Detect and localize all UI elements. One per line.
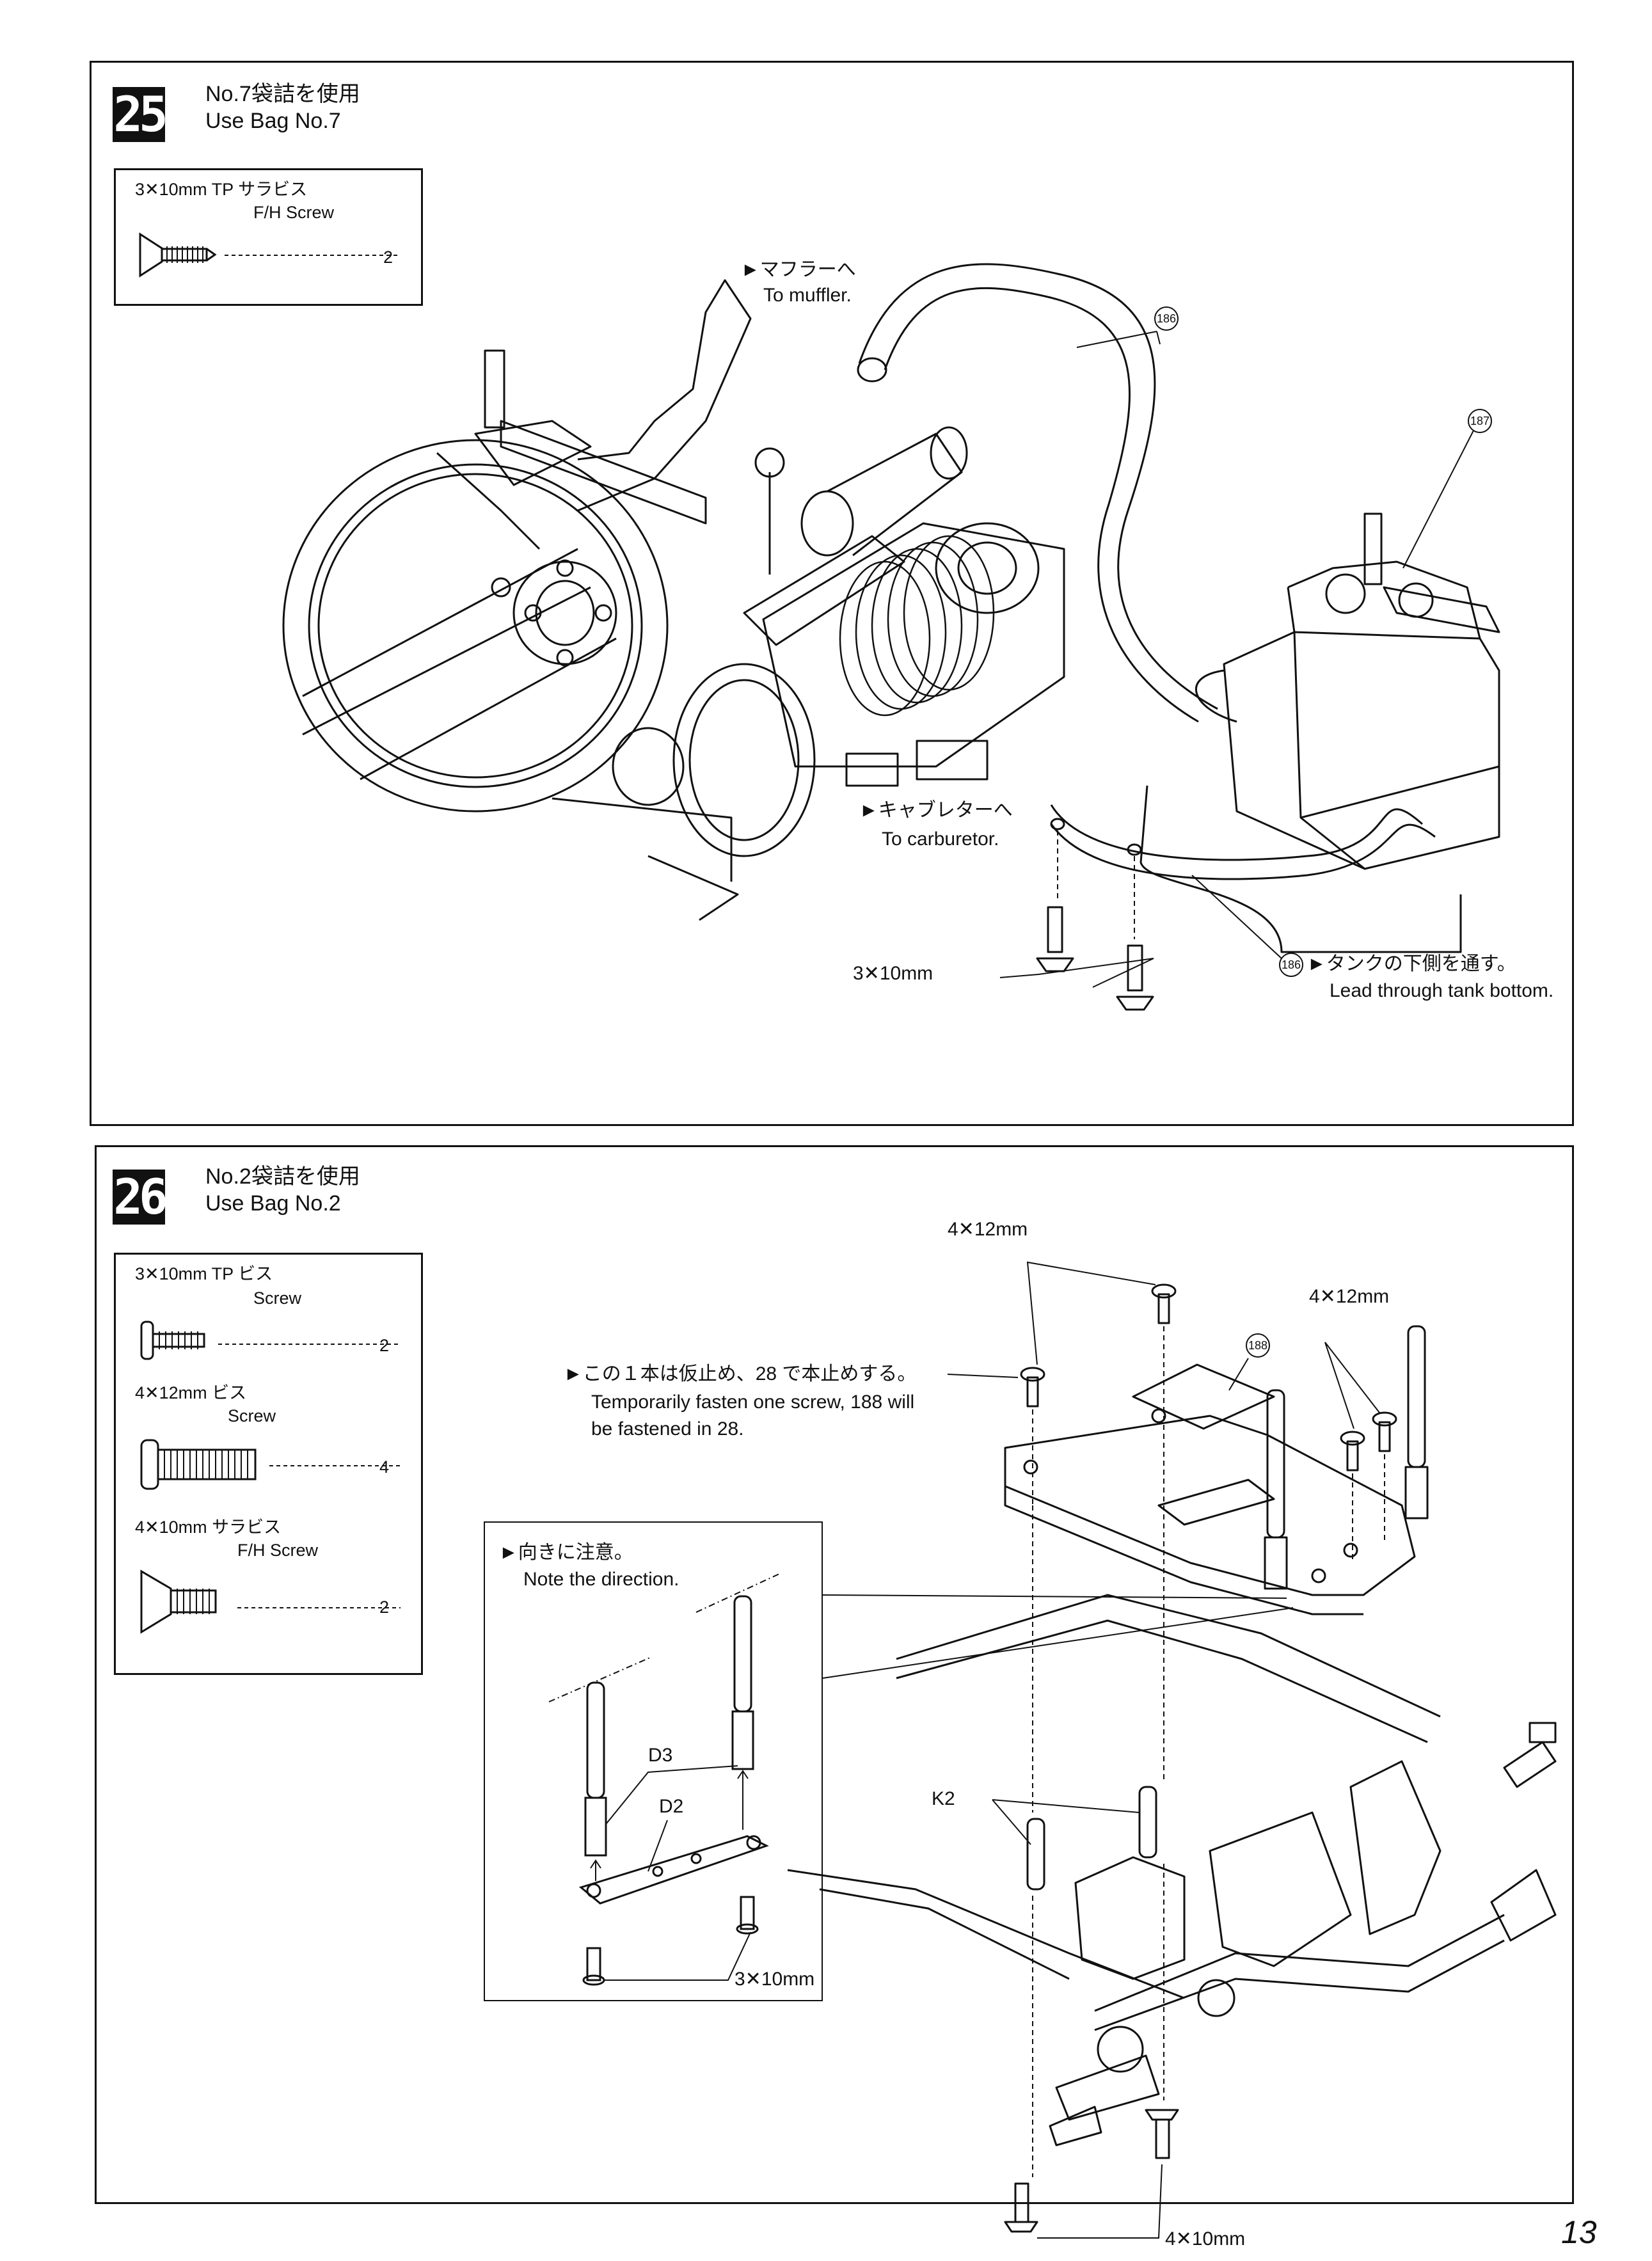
step-25-bag-en: Use Bag No.7: [205, 109, 341, 133]
muffler-callout-jp: ►マフラーへ: [741, 259, 856, 280]
screw-icon: [140, 1321, 401, 1360]
step-26-bag-en: Use Bag No.2: [205, 1191, 341, 1216]
part-size: 4✕10mm サラビス: [135, 1518, 282, 1537]
ref-186-label: 186: [1156, 312, 1177, 325]
ref-187-label: 187: [1470, 415, 1490, 427]
screw-4x10-label: 4✕10mm: [1165, 2228, 1246, 2249]
step-25-parts-box: 3✕10mm TP サラビス F/H Screw 2: [114, 168, 423, 306]
step-25-panel: 25 No.7袋詰を使用 Use Bag No.7 3✕10mm TP サラビス…: [90, 61, 1574, 1126]
ref-188-label: 188: [1248, 1339, 1268, 1352]
screw-icon: [140, 1439, 401, 1490]
part-size: 4✕12mm ビス: [135, 1383, 247, 1402]
temp-fasten-note-jp: ►この１本は仮止め、28 で本止めする。: [564, 1363, 917, 1384]
direction-inset-box: ►向きに注意。 Note the direction.: [484, 1521, 823, 2001]
d2-label: D2: [659, 1796, 684, 1817]
step-26-bag-jp: No.2袋詰を使用: [205, 1164, 360, 1189]
step-25-bag-jp: No.7袋詰を使用: [205, 82, 360, 106]
carburetor-callout-en: To carburetor.: [882, 829, 999, 850]
d3-label: D3: [648, 1745, 673, 1766]
step-25-number: 25: [113, 86, 168, 143]
part-size: 3✕10mm TP ビス: [135, 1264, 273, 1283]
part-qty: 2: [383, 248, 393, 267]
part-qty: 2: [379, 1598, 390, 1617]
tank-callout-jp: ►タンクの下側を通す。: [1307, 953, 1516, 974]
part-size: 3✕10mm TP サラビス: [135, 180, 308, 199]
screw-4x12-label-a: 4✕12mm: [948, 1219, 1028, 1240]
screw-3x10-label: 3✕10mm: [735, 1969, 815, 1990]
direction-note-jp: ►向きに注意。: [499, 1542, 633, 1563]
post-and-plate-detail: [548, 1573, 780, 1986]
chassis-assembly-illustration: [787, 1261, 1557, 2239]
step-26-parts-box: 3✕10mm TP ビス Screw 2 4✕12mm ビス Screw: [114, 1253, 423, 1675]
part-qty: 2: [379, 1336, 390, 1355]
screw-3x10-label: 3✕10mm: [853, 963, 933, 984]
part-name: F/H Screw: [253, 203, 335, 222]
tank-ref-186-label: 186: [1281, 958, 1301, 971]
step-26-panel: 26 No.2袋詰を使用 Use Bag No.2 3✕10mm TP ビス S…: [95, 1145, 1574, 2249]
part-name: Screw: [253, 1289, 302, 1308]
part-name: Screw: [228, 1406, 276, 1425]
temp-fasten-note-en-2: be fastened in 28.: [591, 1418, 744, 1440]
page-number: 13: [1561, 2214, 1597, 2250]
temp-fasten-note-en-1: Temporarily fasten one screw, 188 will: [591, 1392, 915, 1413]
k2-label: K2: [932, 1788, 955, 1809]
engine-assembly-illustration: [282, 263, 1500, 1011]
screw-4x12-label-b: 4✕12mm: [1309, 1286, 1390, 1307]
step-26-number: 26: [113, 1168, 168, 1225]
fh-screw-icon: [139, 232, 401, 278]
direction-note-en: Note the direction.: [523, 1569, 679, 1590]
muffler-callout-en: To muffler.: [763, 285, 852, 306]
part-name: F/H Screw: [237, 1541, 319, 1560]
fh-screw-icon: [140, 1569, 401, 1634]
tank-callout-en: Lead through tank bottom.: [1330, 980, 1554, 1001]
carburetor-callout-jp: ►キャブレターへ: [859, 800, 1013, 821]
part-qty: 4: [379, 1457, 390, 1477]
